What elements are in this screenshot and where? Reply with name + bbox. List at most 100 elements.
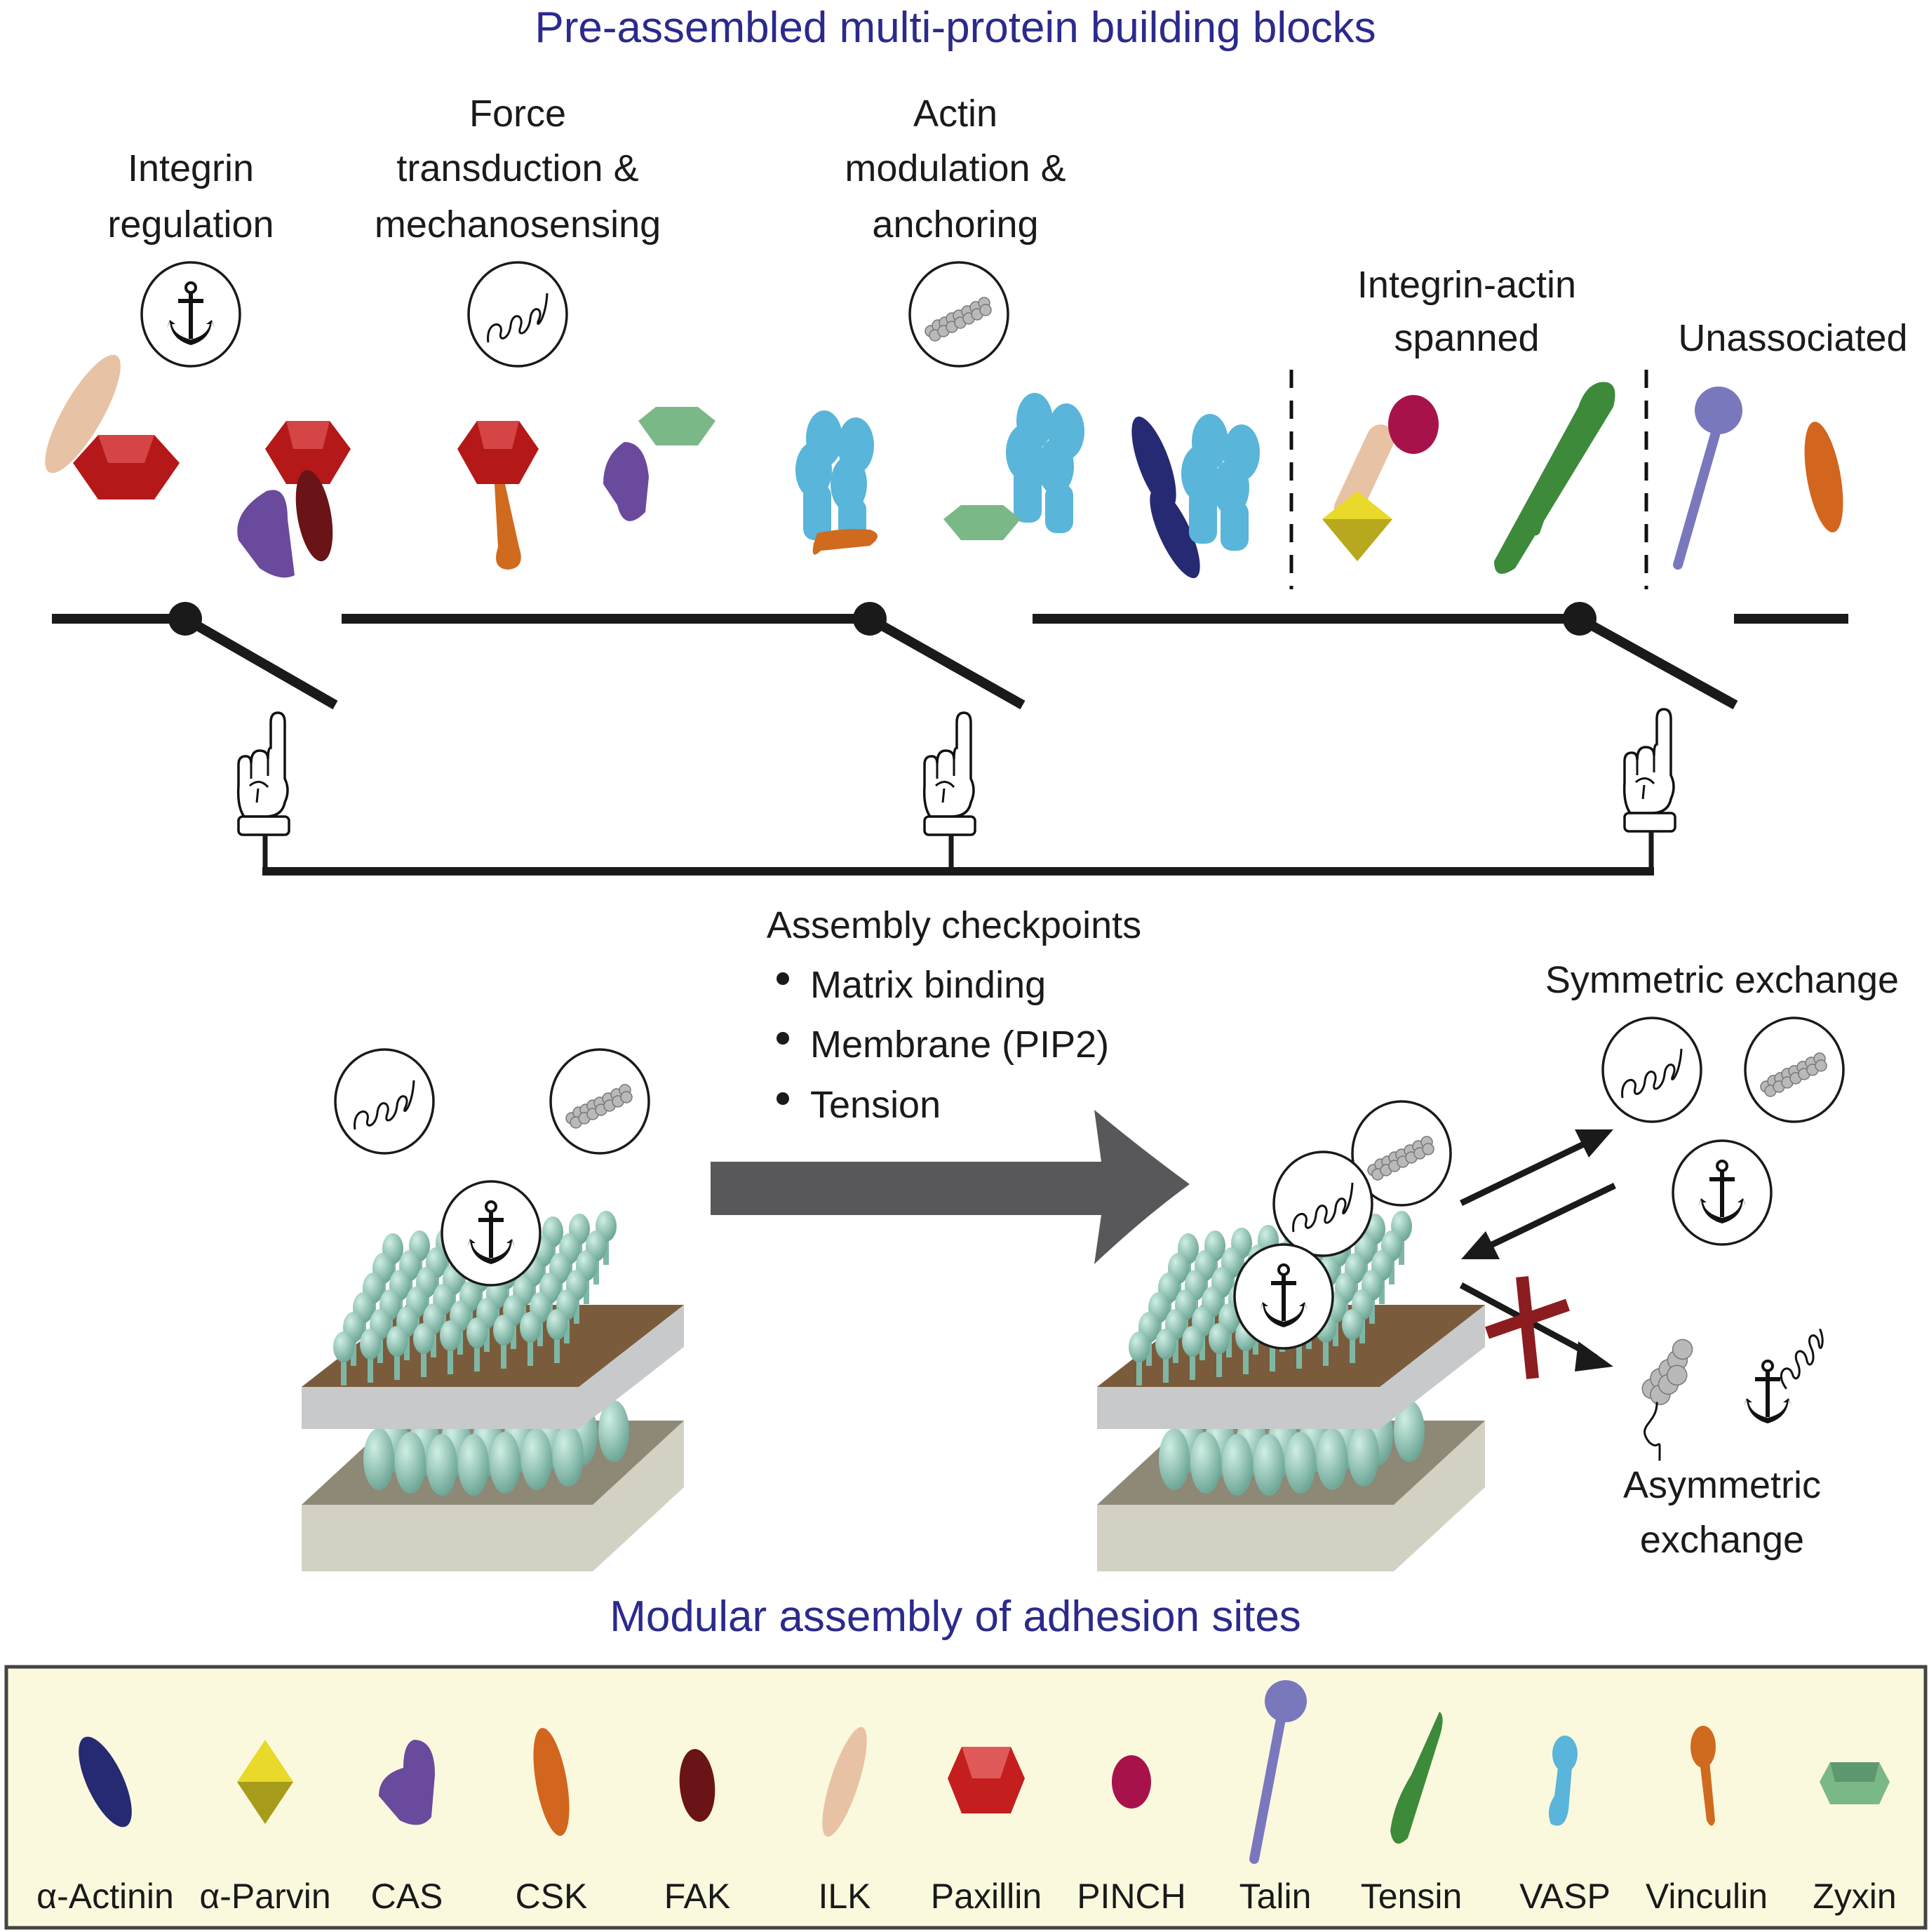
protein-legend: α-Actinin α-Parvin CAS CSK FAK ILK Paxillin PIN… xyxy=(4,1665,1928,1930)
category-label-line: Integrin xyxy=(128,147,254,189)
bullet-icon xyxy=(777,972,789,985)
spring-icon xyxy=(334,1048,435,1155)
anchor-icon xyxy=(140,261,241,368)
complex-zyxin-cas xyxy=(603,407,715,521)
anchor-icon xyxy=(441,1180,542,1287)
legend-label: α-Parvin xyxy=(199,1877,330,1916)
complex-paxillin-cas-fak xyxy=(237,421,351,578)
integrin-head xyxy=(1182,1326,1203,1357)
category-label-line: Actin xyxy=(913,93,997,135)
integrin-stem xyxy=(527,1327,533,1366)
asymmetric-exchange-label-line2: exchange xyxy=(1640,1519,1804,1561)
integrin-head xyxy=(1129,1331,1150,1362)
complex-vasp-vinculin xyxy=(795,410,878,555)
integrin-head xyxy=(1209,1323,1230,1354)
integrin-stem xyxy=(341,1347,347,1386)
category-label-line: transduction & xyxy=(396,147,638,189)
legend-item-paxillin: Paxillin xyxy=(931,1747,1042,1916)
legend-item-fak: FAK xyxy=(664,1749,730,1916)
legend-item-ilk: ILK xyxy=(818,1726,871,1916)
dissociated-spring-icon xyxy=(1780,1328,1824,1390)
integrin-stem xyxy=(448,1336,453,1374)
legend-label: ILK xyxy=(818,1877,871,1916)
category-actin-modulation: Actin modulation & anchoring xyxy=(845,93,1066,246)
integrin-stem xyxy=(474,1333,480,1371)
legend-item-tensin: Tensin xyxy=(1361,1712,1462,1916)
checkpoint-connector xyxy=(262,831,1654,876)
hand-pointer-icon xyxy=(1622,708,1676,833)
checkpoints-heading: Assembly checkpoints xyxy=(767,904,1141,946)
legend-item-vinculin: Vinculin xyxy=(1646,1726,1768,1916)
category-label-line: modulation & xyxy=(845,147,1066,189)
integrin-head xyxy=(546,1309,567,1340)
legend-label: PINCH xyxy=(1077,1877,1186,1916)
complex-paxillin-vinculin xyxy=(457,421,539,570)
category-label-line: anchoring xyxy=(872,203,1038,246)
category-label-line: spanned xyxy=(1394,317,1539,359)
checkpoint-item: Membrane (PIP2) xyxy=(810,1024,1109,1066)
integrin-head xyxy=(466,1317,488,1348)
category-label-line: mechanosensing xyxy=(375,203,661,246)
legend-item-csk: CSK xyxy=(516,1728,588,1916)
bullet-icon xyxy=(777,1092,789,1105)
integrin-head xyxy=(360,1329,381,1360)
switch-1[interactable] xyxy=(52,602,338,710)
legend-label: Zyxin xyxy=(1813,1877,1896,1916)
category-force-transduction: Force transduction & mechanosensing xyxy=(375,93,661,246)
exchange-reverse-arrow xyxy=(1461,1182,1616,1259)
complex-vasp-zyxin xyxy=(943,393,1084,540)
switch-2[interactable] xyxy=(342,602,1026,710)
actin-filament-icon xyxy=(549,1048,650,1155)
integrin-stem xyxy=(421,1339,426,1377)
switch-3[interactable] xyxy=(1033,602,1738,710)
bottom-title: Modular assembly of adhesion sites xyxy=(610,1592,1301,1641)
legend-label: CAS xyxy=(371,1877,443,1916)
category-integrin-regulation: Integrin regulation xyxy=(107,147,274,246)
integrin-head xyxy=(493,1315,514,1346)
legend-item-vasp: VASP xyxy=(1519,1736,1611,1916)
legend-item-actinin: α-Actinin xyxy=(36,1736,174,1916)
legend-item-parvin: α-Parvin xyxy=(199,1740,331,1916)
complex-tensin xyxy=(1494,382,1615,574)
integrin-stem xyxy=(1163,1344,1169,1383)
category-label-line: Integrin-actin xyxy=(1357,264,1576,306)
assembly-arrow-icon xyxy=(711,1110,1190,1264)
category-label-line: regulation xyxy=(107,203,274,246)
integrin-head xyxy=(1342,1309,1363,1340)
integrin-stem xyxy=(1350,1324,1355,1363)
dissociated-actin-icon xyxy=(1641,1339,1693,1461)
complex-ipp xyxy=(1322,395,1439,561)
integrin-head xyxy=(333,1331,354,1362)
integrin-stem xyxy=(1216,1339,1222,1377)
integrin-stem xyxy=(501,1330,506,1369)
protein-talin xyxy=(1673,387,1742,570)
integrin-head xyxy=(520,1312,541,1343)
legend-label: Paxillin xyxy=(931,1877,1042,1916)
exchange-forward-arrow xyxy=(1460,1129,1613,1207)
blocked-x-icon xyxy=(1485,1276,1570,1379)
legend-item-cas: CAS xyxy=(371,1740,443,1916)
actin-filament-icon xyxy=(1351,1100,1452,1207)
category-unassociated: Unassociated xyxy=(1678,317,1907,359)
integrin-head xyxy=(1155,1329,1176,1360)
anchor-icon xyxy=(1672,1139,1773,1246)
legend-item-talin: Talin xyxy=(1239,1680,1311,1916)
integrin-stem xyxy=(394,1341,400,1380)
spring-icon xyxy=(467,261,568,368)
category-label-line: Force xyxy=(469,93,566,135)
checkpoint-item: Tension xyxy=(810,1084,941,1126)
symmetric-exchange-label: Symmetric exchange xyxy=(1545,959,1899,1001)
legend-label: α-Actinin xyxy=(36,1877,174,1916)
integrin-stem xyxy=(1243,1336,1249,1374)
protein-csk xyxy=(1804,422,1843,532)
spring-icon xyxy=(1272,1151,1373,1257)
complex-ilk-paxillin xyxy=(45,354,180,499)
bullet-icon xyxy=(777,1032,789,1045)
legend-label: CSK xyxy=(516,1877,588,1916)
integrin-stem xyxy=(1323,1327,1329,1366)
actin-filament-icon xyxy=(908,261,1009,368)
legend-item-pinch: PINCH xyxy=(1077,1755,1186,1916)
integrin-stem xyxy=(1270,1333,1275,1371)
legend-label: Vinculin xyxy=(1646,1877,1768,1916)
